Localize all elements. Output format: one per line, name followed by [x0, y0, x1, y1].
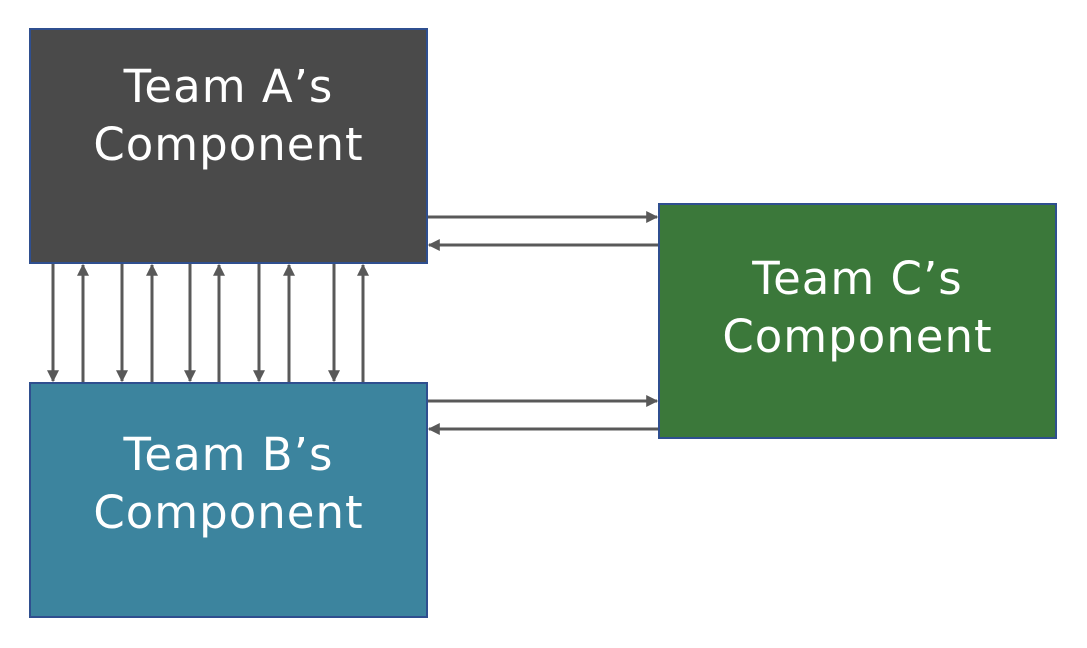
team-a-component-box: Team A’s Component — [29, 28, 428, 264]
team-b-component-box: Team B’s Component — [29, 382, 428, 618]
team-a-name: Team A’s — [123, 60, 334, 113]
arrow-group — [47, 211, 659, 435]
team-a-component-label: Team A’s Component — [93, 58, 363, 174]
team-c-component-label: Team C’s Component — [722, 250, 992, 366]
team-b-name: Team B’s — [123, 428, 334, 481]
team-c-name: Team C’s — [752, 252, 963, 305]
team-b-component-word: Component — [93, 486, 364, 539]
team-c-component-word: Component — [722, 310, 993, 363]
team-c-component-box: Team C’s Component — [658, 203, 1057, 439]
team-b-component-label: Team B’s Component — [93, 426, 363, 542]
team-a-component-word: Component — [93, 118, 364, 171]
